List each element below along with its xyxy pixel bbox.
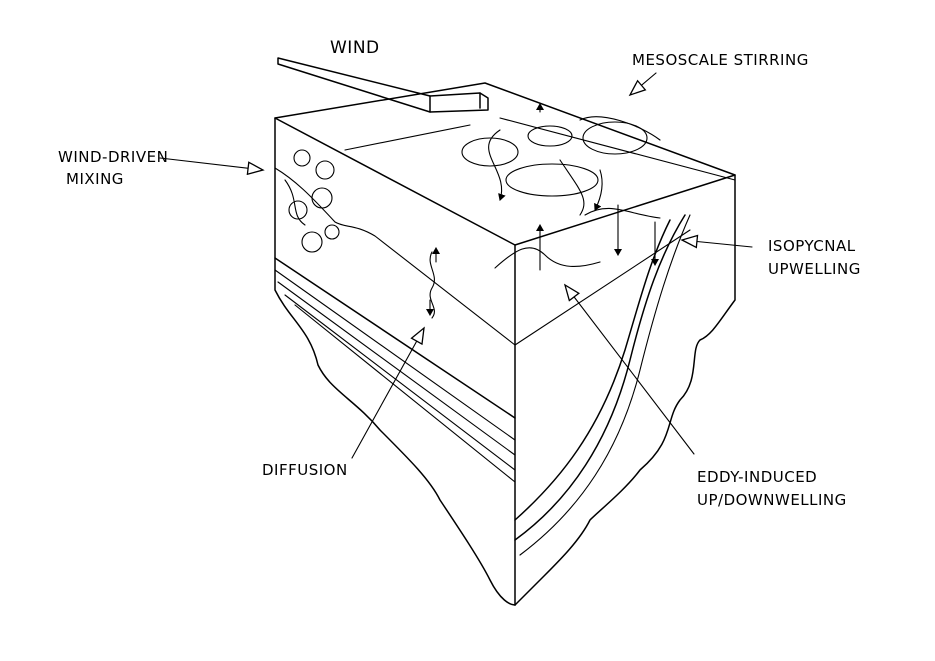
wind-arrow bbox=[277, 57, 489, 113]
wind-driven-mixing-label-line2: MIXING bbox=[66, 170, 124, 188]
isopycnal-upwelling-label-line1: ISOPYCNAL bbox=[768, 237, 856, 255]
mesoscale-pointer bbox=[628, 72, 657, 97]
diffusion-label: DIFFUSION bbox=[262, 461, 348, 479]
mesoscale-eddies bbox=[461, 103, 661, 216]
wind-label: WIND bbox=[330, 38, 380, 58]
mesoscale-stirring-label: MESOSCALE STIRRING bbox=[632, 51, 809, 69]
block-left-face bbox=[274, 117, 516, 606]
eddy-induced-label-line2: UP/DOWNWELLING bbox=[697, 491, 847, 509]
diffusion-pointer bbox=[351, 326, 425, 459]
wind-driven-mixing-label-line1: WIND-DRIVEN bbox=[58, 148, 169, 166]
eddy-vertical-arrows bbox=[494, 204, 661, 271]
mixing-swirls bbox=[284, 149, 340, 253]
isopycnal-upwelling-label-line2: UPWELLING bbox=[768, 260, 861, 278]
eddy-pointer bbox=[563, 283, 695, 455]
block-right-face bbox=[514, 174, 736, 606]
isopycnal-pointer bbox=[680, 234, 753, 249]
eddy-induced-label-line1: EDDY-INDUCED bbox=[697, 468, 818, 486]
wind-driven-pointer bbox=[159, 157, 265, 176]
diffusion-wiggle bbox=[426, 247, 440, 319]
